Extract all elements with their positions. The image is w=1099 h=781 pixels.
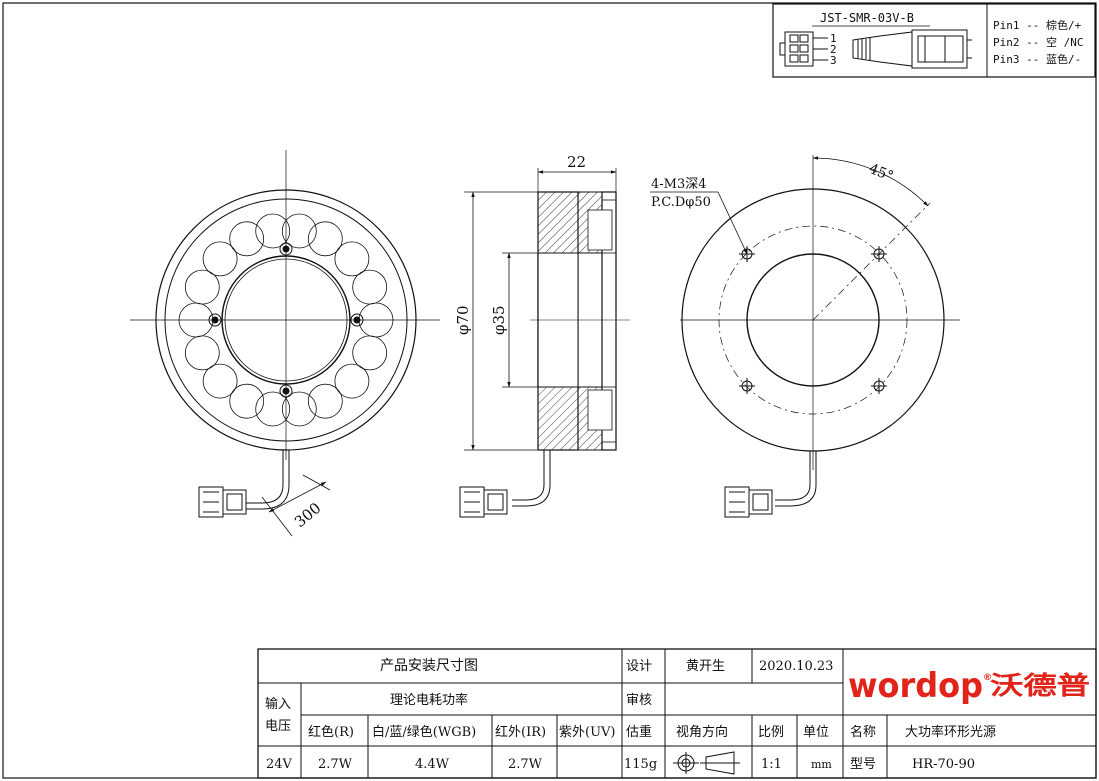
pin-number-1: 1 xyxy=(830,32,837,45)
pcd-label: P.C.Dφ50 xyxy=(651,195,711,210)
designer-name: 黄开生 xyxy=(686,659,725,674)
view-label: 视角方向 xyxy=(676,724,728,740)
brand-logo: wordop ® 沃德普 xyxy=(848,666,1090,706)
col-ir: 红外(IR) xyxy=(495,724,546,740)
side-section-view xyxy=(459,168,630,518)
threaded-holes xyxy=(739,246,887,394)
voltage-value: 24V xyxy=(266,757,293,772)
width-dimension: 22 xyxy=(567,153,586,171)
name-label: 名称 xyxy=(850,724,876,740)
pin1-description: Pin1 -- 棕色/+ xyxy=(993,18,1082,32)
connector-plug-icon xyxy=(852,29,972,69)
rear-view xyxy=(650,155,960,518)
pin-number-2: 2 xyxy=(830,43,837,56)
product-name: 大功率环形光源 xyxy=(905,724,996,740)
model-value: HR-70-90 xyxy=(912,757,975,772)
brand-logo-text: wordop xyxy=(848,666,983,706)
mounting-screws xyxy=(208,242,364,398)
front-view xyxy=(130,150,440,537)
scale-value: 1:1 xyxy=(761,757,782,772)
pin3-description: Pin3 -- 蓝色/- xyxy=(993,52,1081,66)
hole-spec-label: 4-M3深4 xyxy=(651,177,707,192)
col-red: 红色(R) xyxy=(308,724,354,740)
connector-housing-icon xyxy=(779,31,828,67)
drawing-title: 产品安装尺寸图 xyxy=(380,658,478,674)
scale-label: 比例 xyxy=(758,725,784,740)
input-voltage-label-1: 输入 xyxy=(265,696,291,712)
rear-cable-connector-icon xyxy=(724,486,773,518)
power-label: 理论电耗功率 xyxy=(390,692,468,708)
title-block-text: 产品安装尺寸图 设计 黄开生 2020.10.23 输入 电压 理论电耗功率 审… xyxy=(265,658,996,772)
unit-label: 单位 xyxy=(803,725,829,740)
unit-value: mm xyxy=(811,758,832,771)
brand-logo-cn: 沃德普 xyxy=(990,671,1090,700)
angle-label: 45° xyxy=(867,161,896,185)
front-cable-connector-icon xyxy=(198,486,247,518)
model-label: 型号 xyxy=(850,757,876,772)
weight-value: 115g xyxy=(624,757,657,772)
side-cable-connector-icon xyxy=(459,486,508,518)
drawing-date: 2020.10.23 xyxy=(759,659,833,674)
title-block xyxy=(257,648,1097,779)
white-power-value: 4.4W xyxy=(415,757,450,772)
ir-power-value: 2.7W xyxy=(508,757,543,772)
pin2-description: Pin2 -- 空 /NC xyxy=(993,35,1083,49)
connector-model: JST-SMR-03V-B xyxy=(820,11,914,25)
brand-logo-mark: ® xyxy=(983,673,992,683)
cable-length-label: 300 xyxy=(291,499,325,531)
col-white: 白/蓝/绿色(WGB) xyxy=(372,724,476,740)
led-circles xyxy=(178,213,394,427)
view-direction-symbol-icon xyxy=(673,751,740,775)
weight-label: 估重 xyxy=(626,724,652,740)
inner-diameter-label: φ35 xyxy=(490,305,508,335)
pin-number-3: 3 xyxy=(830,54,837,67)
red-power-value: 2.7W xyxy=(318,757,353,772)
input-voltage-label-2: 电压 xyxy=(265,719,291,734)
review-label: 审核 xyxy=(626,693,652,708)
outer-diameter-label: φ70 xyxy=(454,305,472,335)
design-label: 设计 xyxy=(626,659,652,674)
col-uv: 紫外(UV) xyxy=(559,725,616,740)
connector-info-box: JST-SMR-03V-B 1 2 3 Pin1 -- 棕色/+ Pin2 -- xyxy=(772,3,1096,78)
